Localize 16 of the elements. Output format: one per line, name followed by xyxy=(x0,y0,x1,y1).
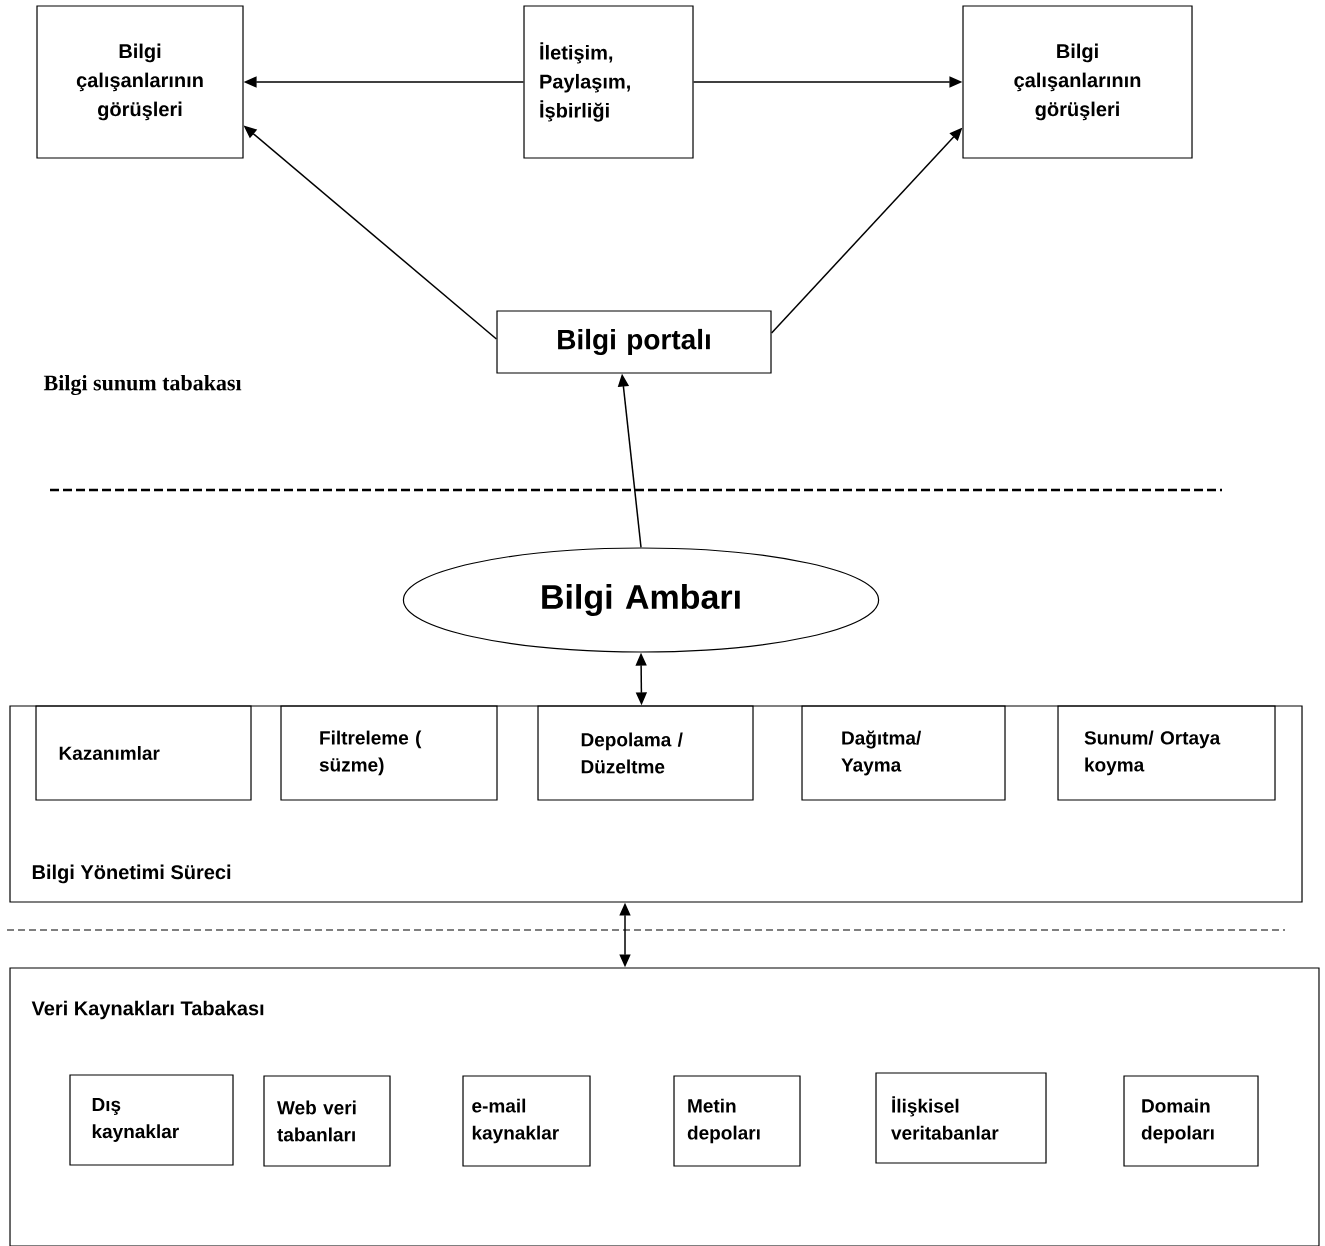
process-box: İlişkisel veritabanlar xyxy=(875,1072,1047,1164)
process-box: Bilgi çalışanlarının görüşleri xyxy=(36,5,244,159)
process-box: Dağıtma/ Yayma xyxy=(801,705,1006,801)
process-box: Sunum/ Ortaya koyma xyxy=(1057,705,1276,801)
process-box: Bilgi portalı xyxy=(496,310,772,374)
process-box: Filtreleme ( süzme) xyxy=(280,705,498,801)
process-box: Bilgi çalışanlarının görüşleri xyxy=(962,5,1193,159)
process-box: Depolama / Düzeltme xyxy=(537,705,754,801)
layer-label: Bilgi sunum tabakası xyxy=(43,374,242,396)
process-box: e-mail kaynaklar xyxy=(462,1075,591,1167)
process-box: Dış kaynaklar xyxy=(69,1074,234,1166)
process-box: İletişim, Paylaşım, İşbirliği xyxy=(523,5,694,159)
process-box: Domain depoları xyxy=(1123,1075,1259,1167)
process-box: Kazanımlar xyxy=(35,705,252,801)
process-box: Web veri tabanları xyxy=(263,1075,391,1167)
process-box: Metin depoları xyxy=(673,1075,801,1167)
